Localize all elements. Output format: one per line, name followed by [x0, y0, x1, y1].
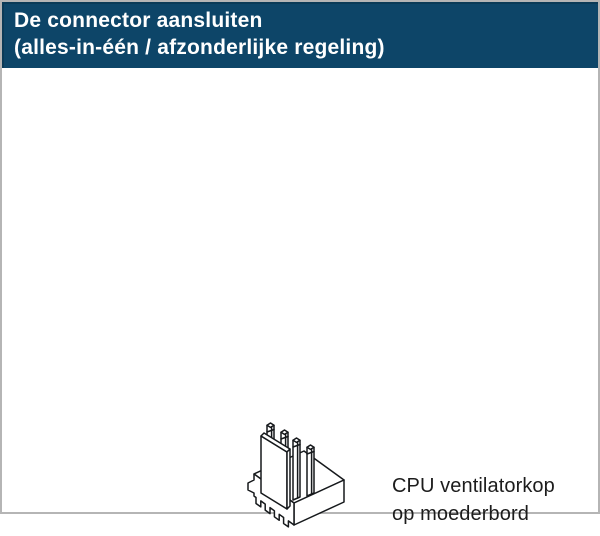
content-area: CPU ventilatorkop op moederbord: [2, 68, 598, 528]
cpu-fan-header-4pin-isometric-icon: [247, 422, 345, 528]
connector-pin-4: [306, 444, 315, 497]
connector-pin-3: [292, 437, 301, 501]
title-bar: De connector aansluiten (alles-in-één / …: [2, 2, 598, 68]
connector-caption: CPU ventilatorkop op moederbord: [392, 472, 555, 528]
title-line-2: (alles-in-één / afzonderlijke regeling): [14, 36, 385, 59]
connector-keying-wall: [260, 432, 291, 510]
caption-line-1: CPU ventilatorkop: [392, 475, 555, 497]
title-line-1: De connector aansluiten: [14, 9, 263, 32]
caption-line-2: op moederbord: [392, 503, 529, 525]
